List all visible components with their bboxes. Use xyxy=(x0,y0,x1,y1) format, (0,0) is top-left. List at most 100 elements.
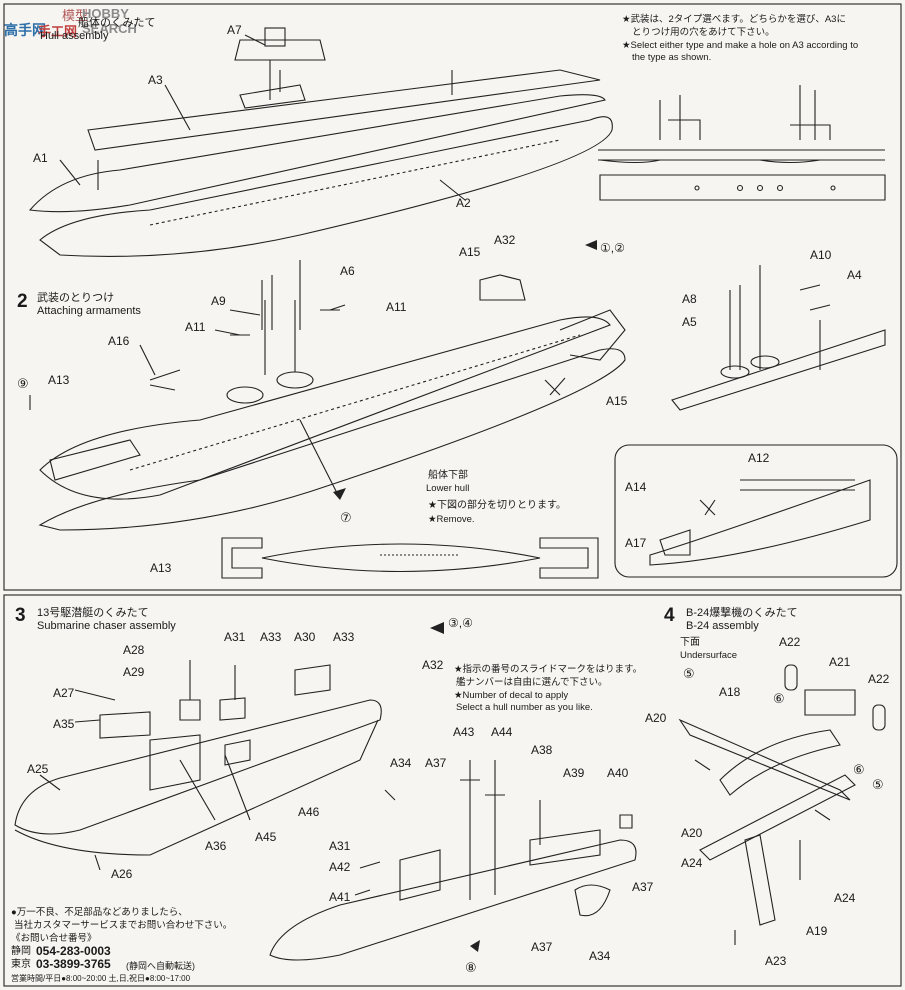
watermark-site: HOBBY SEARCH xyxy=(82,6,137,36)
contact-city1: 静岡 xyxy=(11,946,31,957)
part-label-a10: A10 xyxy=(810,248,832,262)
hull-a1-part xyxy=(28,94,606,213)
lower-hull-en: Lower hull xyxy=(426,483,470,494)
step1-title-en: Hull assembly xyxy=(40,30,109,42)
part-label-a25: A25 xyxy=(27,762,49,776)
part-label-a41: A41 xyxy=(329,890,351,904)
part-label-a21: A21 xyxy=(829,655,851,669)
part-label-a38: A38 xyxy=(531,743,553,757)
step4-number: 4 xyxy=(664,605,675,626)
part-label-a20-top: A20 xyxy=(645,711,667,725)
undersurface-en: Undersurface xyxy=(680,650,738,661)
decal-note-en1: ★Number of decal to apply xyxy=(454,690,569,701)
decal-ref-8: ⑧ xyxy=(465,960,477,975)
decal-ref-3-4: ③,④ xyxy=(448,616,473,630)
part-label-a31-top: A31 xyxy=(224,630,246,644)
contact-line2: 当社カスタマーサービスまでお問い合わせ下さい。 xyxy=(14,920,233,931)
contact-phone1: 054-283-0003 xyxy=(36,944,111,958)
part-label-a23: A23 xyxy=(765,954,787,968)
decal-note-jp2: 艦ナンバーは自由に選んで下さい。 xyxy=(456,677,608,688)
part-label-a7: A7 xyxy=(227,23,242,37)
part-label-a29: A29 xyxy=(123,665,145,679)
part-label-a36: A36 xyxy=(205,839,227,853)
part-label-a14: A14 xyxy=(625,480,647,494)
part-label-a30: A30 xyxy=(294,630,316,644)
part-label-a2: A2 xyxy=(456,196,471,210)
step3-title-jp: 13号駆潜艇のくみたて xyxy=(37,607,149,619)
part-label-a6: A6 xyxy=(340,264,355,278)
part-label-a11-left: A11 xyxy=(185,320,206,334)
decal-ref-1-2: ①,② xyxy=(600,241,625,255)
part-label-a22-top: A22 xyxy=(779,635,801,649)
step2-title-jp: 武装のとりつけ xyxy=(37,292,115,304)
part-label-a42: A42 xyxy=(329,860,351,874)
contact-phone2: 03-3899-3765 xyxy=(36,957,111,971)
part-label-a17: A17 xyxy=(625,536,647,550)
step3-4-frame xyxy=(3,594,902,987)
part-label-a20-bottom: A20 xyxy=(681,826,703,840)
step3-number: 3 xyxy=(15,605,26,626)
step4-title-jp: B-24爆撃機のくみたて xyxy=(686,607,798,619)
decal-note-jp1: ★指示の番号のスライドマークをはります。 xyxy=(454,664,643,675)
part-label-a26: A26 xyxy=(111,867,133,881)
part-label-a18: A18 xyxy=(719,685,741,699)
part-label-a24-left: A24 xyxy=(681,856,703,870)
part-label-a37-right: A37 xyxy=(632,880,654,894)
decal-ref-6-right: ⑥ xyxy=(853,762,865,777)
b24-fuselage xyxy=(719,729,841,796)
part-label-a15-top: A15 xyxy=(459,245,481,259)
assembled-hull xyxy=(39,316,611,500)
step1-2-frame xyxy=(3,3,902,591)
watermark-line3: 手工网 xyxy=(38,24,78,39)
part-label-a37-bottom: A37 xyxy=(531,940,553,954)
deck-a3-part xyxy=(87,69,601,151)
decal-ref-5-left: ⑤ xyxy=(683,666,695,681)
part-label-a35: A35 xyxy=(53,717,75,731)
part-label-a5: A5 xyxy=(682,315,697,329)
watermark-line2: 高手网 xyxy=(4,22,46,38)
part-label-a46: A46 xyxy=(298,805,320,819)
part-label-a43: A43 xyxy=(453,725,475,739)
part-label-a15-bottom: A15 xyxy=(606,394,628,408)
step1-note-jp2: とりつけ用の穴をあけて下さい。 xyxy=(632,27,775,38)
decal-ref-9: ⑨ xyxy=(17,376,29,391)
step1-note-jp1: ★武装は、2タイプ選べます。どちらかを選び、A3に xyxy=(622,14,846,25)
part-label-a13-top: A13 xyxy=(48,373,70,387)
b24-wing xyxy=(678,718,851,801)
part-label-a24-right: A24 xyxy=(834,891,856,905)
part-label-a16: A16 xyxy=(108,334,130,348)
part-label-a19: A19 xyxy=(806,924,828,938)
step3-title-en: Submarine chaser assembly xyxy=(37,620,176,632)
step4-title-en: B-24 assembly xyxy=(686,620,759,632)
part-label-a31-mid: A31 xyxy=(329,839,351,853)
part-label-a1: A1 xyxy=(33,151,48,165)
contact-line3: 《お問い合せ番号》 xyxy=(11,933,97,944)
part-label-a32: A32 xyxy=(494,233,516,247)
part-label-a11-right: A11 xyxy=(386,300,407,314)
part-label-a9: A9 xyxy=(211,294,226,308)
chaser-hull-a34 xyxy=(269,839,637,961)
step2-title-en: Attaching armaments xyxy=(37,305,141,317)
decal-ref-7: ⑦ xyxy=(340,510,352,525)
part-label-a39: A39 xyxy=(563,766,585,780)
decal-note-en2: Select a hull number as you like. xyxy=(456,702,593,713)
decal-ref-5-right: ⑤ xyxy=(872,777,884,792)
watermark-brand: 模型 xyxy=(62,8,89,23)
part-label-a33-left: A33 xyxy=(260,630,282,644)
remove-note-jp: ★下図の部分を切りとります。 xyxy=(428,500,566,511)
contact-city2: 東京 xyxy=(11,959,31,970)
part-label-a33-right: A33 xyxy=(333,630,355,644)
part-label-a8: A8 xyxy=(682,292,697,306)
watermark: 模型 HOBBY SEARCH 高手网 手工网 xyxy=(0,0,160,40)
part-label-a45: A45 xyxy=(255,830,277,844)
part-label-a27: A27 xyxy=(53,686,75,700)
step1-note-en1: ★Select either type and make a hole on A… xyxy=(622,40,859,51)
part-label-a3: A3 xyxy=(148,73,163,87)
part-label-a13-bottom: A13 xyxy=(150,561,172,575)
lower-hull-jp: 船体下部 xyxy=(428,470,468,481)
step2-number: 2 xyxy=(17,291,28,312)
remove-note-en: ★Remove. xyxy=(428,514,475,525)
part-label-a40: A40 xyxy=(607,766,629,780)
decal-ref-6-top: ⑥ xyxy=(773,691,785,706)
